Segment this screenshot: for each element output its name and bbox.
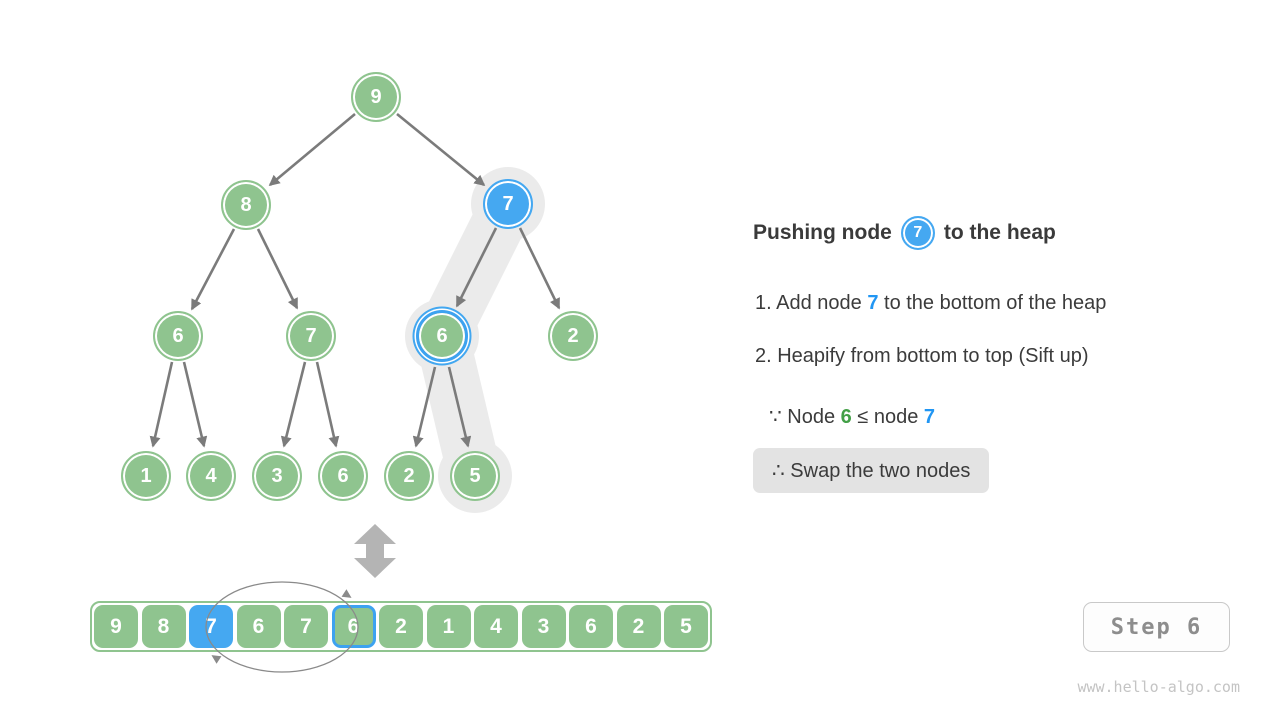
step-2-text: 2. Heapify from bottom to top (Sift up) — [755, 345, 1089, 367]
tree-node: 7 — [286, 311, 336, 361]
because-mid: ≤ node — [851, 406, 924, 428]
tree-node-active: 7 — [483, 179, 533, 229]
array-cell: 2 — [616, 605, 661, 648]
because-line: ∵ Node 6 ≤ node 7 — [769, 404, 935, 429]
title-prefix: Pushing node — [753, 221, 892, 244]
array-cell: 5 — [664, 605, 708, 648]
array-cell: 6 — [236, 605, 281, 648]
tree-node-ring: 6 — [416, 310, 468, 362]
tree-node: 3 — [252, 451, 302, 501]
because-green-value: 6 — [840, 406, 852, 428]
step-1-suffix: to the bottom of the heap — [878, 292, 1107, 314]
array-cell: 6 — [569, 605, 613, 648]
tree-node: 6 — [318, 451, 368, 501]
title-node-circle: 7 — [900, 216, 935, 250]
tree-node: 5 — [450, 451, 500, 501]
tree-node: 8 — [221, 180, 271, 230]
tree-node: 2 — [548, 311, 598, 361]
step-1-node-value: 7 — [867, 292, 879, 314]
site-watermark: www.hello-algo.com — [1077, 678, 1240, 696]
array-cell: 1 — [426, 605, 471, 648]
double-vertical-arrow-icon — [354, 524, 396, 578]
step-counter-button[interactable]: Step 6 — [1083, 602, 1230, 652]
tree-node: 2 — [384, 451, 434, 501]
step-1-prefix: 1. Add node — [755, 292, 868, 314]
tree-node: 6 — [153, 311, 203, 361]
therefore-swap-box: ∴ Swap the two nodes — [753, 448, 990, 493]
therefore-text: ∴ Swap the two nodes — [772, 460, 971, 482]
because-blue-value: 7 — [923, 406, 936, 428]
array-cell: 3 — [521, 605, 566, 648]
title-suffix: to the heap — [943, 221, 1056, 244]
tree-node: 1 — [121, 451, 171, 501]
tree-edges — [149, 112, 561, 448]
tree-node: 4 — [186, 451, 236, 501]
array-cell: 7 — [284, 605, 328, 648]
panel-title: Pushing node 7 to the heap — [753, 214, 1056, 252]
step-1-text: 1. Add node 7 to the bottom of the heap — [755, 292, 1106, 315]
array-cell: 9 — [94, 605, 138, 648]
heap-array: 9 8 7 6 7 6 2 1 4 3 6 2 5 — [90, 601, 712, 652]
array-cell: 4 — [474, 605, 518, 648]
array-cell: 8 — [141, 605, 186, 648]
array-cell-active: 7 — [189, 605, 233, 648]
because-prefix: ∵ Node — [769, 406, 841, 428]
array-cell-ring: 6 — [331, 605, 376, 648]
array-cell: 2 — [379, 605, 423, 648]
tree-node: 9 — [351, 72, 401, 122]
